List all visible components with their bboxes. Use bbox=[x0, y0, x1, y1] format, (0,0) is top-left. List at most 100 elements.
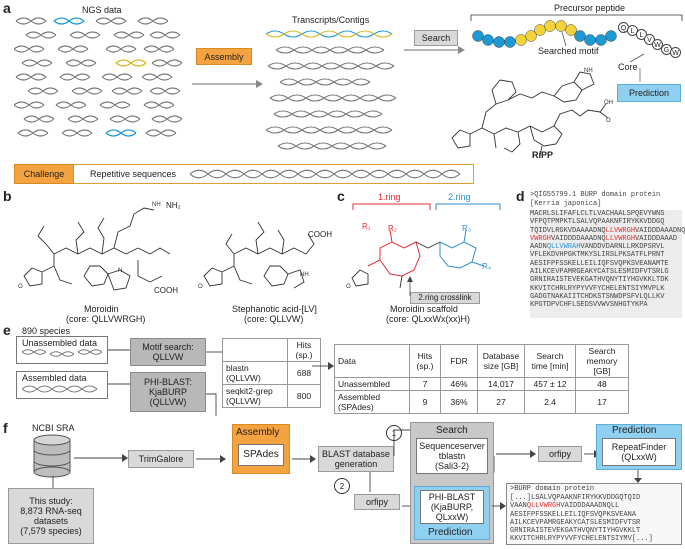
repetitive-helix bbox=[190, 169, 461, 179]
table-cell: 14,017 bbox=[477, 377, 525, 391]
phi-blast-query: KjaBURP bbox=[148, 387, 187, 397]
sequence-line: AADNQLLVWRAHVANDDVDARNLLRKDPSRVL bbox=[530, 243, 682, 251]
f-connector-db-down bbox=[52, 476, 54, 490]
search-box-a: Search bbox=[414, 30, 458, 46]
table-cell: 46% bbox=[440, 377, 478, 391]
step1-number: 1 bbox=[391, 428, 397, 438]
core-pointer bbox=[629, 53, 645, 63]
arrow-assembly-blastdb bbox=[292, 455, 316, 463]
sequence-segment: VAIDDDAAADNQLL bbox=[560, 502, 620, 511]
prediction-box-a: Prediction bbox=[617, 84, 681, 102]
sequence-segment: GRNIRAISTEVEKGATHVQNYTIYHGVKKLTDK bbox=[530, 276, 669, 285]
arrow-search-orfipy bbox=[496, 450, 536, 458]
panel-label-f: f bbox=[3, 420, 8, 436]
panel-label-a: a bbox=[3, 0, 11, 16]
sequence-segment: AESIFPFSSKELLEILIQFSVQPKSVEANAMTE bbox=[530, 259, 669, 268]
sequence-segment: VAIDDDDAAADNQ bbox=[551, 234, 606, 243]
motif-search-label: Motif search: bbox=[142, 342, 194, 352]
moroidin-cooh: COOH bbox=[154, 286, 178, 295]
sequence-segment: GRNIRAISTEVEKGATHVQNYTIYHGVKKLT bbox=[510, 527, 641, 536]
table-cell: 2.4 bbox=[524, 390, 576, 414]
prediction-label-top: Prediction bbox=[612, 425, 657, 436]
r3-label: R₃ bbox=[462, 224, 472, 233]
motif-search-box: Motif search: QLLVW bbox=[130, 338, 206, 366]
ring1-label: 1.ring bbox=[378, 192, 401, 202]
unassembled-reads bbox=[22, 349, 102, 357]
scaffold-core: (core: QLxxWx(xx)H) bbox=[386, 314, 470, 324]
step2-number: 2 bbox=[339, 481, 345, 491]
r4-label: R₄ bbox=[482, 262, 492, 271]
sequence-segment: LLVWRGH bbox=[605, 234, 636, 243]
core-label: Core bbox=[618, 62, 638, 72]
moroidin-core: (core: QLLVWRGH) bbox=[66, 314, 146, 324]
sequence-segment: GADGTNAKAIITCHDKSTSNWDPSFVLQLLKV bbox=[530, 292, 665, 301]
sequence-segment: QLLVWRGH bbox=[526, 502, 561, 511]
sequence-line: MACRLSLIFAFLCLTLVACHAALSPQEVYWNS bbox=[530, 210, 682, 218]
moroidin-nh2: NH₂ bbox=[166, 201, 181, 210]
precursor-peptide-graphic bbox=[472, 20, 617, 48]
table-header-row: Hits (sp.) bbox=[222, 338, 321, 362]
table-header-cell: FDR bbox=[440, 344, 478, 378]
sequence-segment: AESIFPFSSKELLEILIQFSVQPKSVEANA bbox=[510, 510, 637, 519]
r1-label: R₁ bbox=[362, 222, 371, 231]
sequence-segment: AILKCEVPAMRGEAKYCATSLESMIDFVTSRLG bbox=[530, 268, 669, 277]
crosslink-pointer bbox=[407, 276, 413, 296]
challenge-box: Challenge bbox=[14, 164, 74, 184]
output-sequence-line: [...]LSALVQPAAKNFIRYKKVDDGQTQID bbox=[510, 494, 653, 502]
database-icon bbox=[33, 434, 71, 478]
sequence-segment: QLLVWRAH bbox=[546, 243, 581, 252]
stephanotic-name: Stephanotic acid-[LV] bbox=[232, 304, 317, 314]
ncbi-sra-label: NCBI SRA bbox=[32, 423, 75, 433]
table-header-cell bbox=[222, 338, 288, 362]
assembly-arrow bbox=[192, 80, 263, 88]
sequence-segment: KPGTDPVCHFLSEDSVVWVSNHGTYKPA bbox=[530, 301, 648, 310]
sequence-line: TQIDVLRGKVDAAAADNQLLVWRGHVAIDDDAAADNQLL bbox=[530, 226, 685, 235]
sequence-segment: MACRLSLIFAFLCLTLVACHAALSPQEVYWNS bbox=[530, 210, 665, 218]
table-cell: 48 bbox=[575, 377, 629, 391]
phi-blast-label: PHI-BLAST: bbox=[143, 377, 192, 387]
assembly-box: Assembly bbox=[196, 48, 252, 65]
table-connector bbox=[206, 351, 222, 416]
search-arrow bbox=[404, 46, 465, 54]
sequence-line: VFPQTPMPKTLSALVQPAAKNFIRYKKVDDGQ bbox=[530, 218, 682, 226]
svg-text:NH: NH bbox=[584, 68, 593, 74]
panel-label-c: c bbox=[337, 188, 345, 204]
output-sequence-line: KKVITCHRLRYPYVVFYCHELENTSIYMV[...] bbox=[510, 535, 653, 543]
motif-search-pattern: QLLVW bbox=[152, 352, 184, 362]
arrow-trim-assembly bbox=[196, 455, 226, 463]
table-cell: seqkit2-grep (QLLVW) bbox=[222, 384, 288, 408]
motif-pointer bbox=[561, 31, 567, 47]
table-cell: 36% bbox=[440, 390, 478, 414]
protein-header-1: >QIG55799.1 BURP domain protein bbox=[530, 191, 661, 199]
sequence-segment: VANDDVDARNLLRKDPSRVL bbox=[580, 243, 665, 252]
ripp-label: RiPP bbox=[532, 150, 554, 160]
sequence-segment: VWRGH bbox=[530, 234, 552, 243]
sequence-segment: TQIDVLRGKVDAAAADNQ bbox=[530, 226, 606, 235]
sequence-segment: AILKCEVPAMRGEAKYCATSLESMIDFVTSR bbox=[510, 518, 641, 527]
moroidin-scaffold-structure: O bbox=[346, 229, 485, 290]
svg-text:N: N bbox=[118, 268, 122, 274]
r2-label: R₂ bbox=[388, 224, 397, 233]
output-sequence-line: GRNIRAISTEVEKGATHVQNYTIYHGVKKLT bbox=[510, 527, 653, 535]
sequence-segment: [...]LSALVQPAAKNFIRYKKVDDGQTQID bbox=[510, 494, 641, 502]
precursor-bracket bbox=[470, 14, 683, 21]
table-cell: 800 bbox=[287, 384, 321, 408]
prediction-label-bottom: Prediction bbox=[428, 527, 473, 538]
table-header-cell: Data bbox=[334, 344, 410, 378]
svg-text:O: O bbox=[18, 284, 23, 290]
output-sequence-line: AILKCEVPAMRGEAKYCATSLESMIDFVTSR bbox=[510, 519, 653, 527]
step2-circle: 2 bbox=[334, 478, 350, 494]
ripp-structure: OH O NH bbox=[451, 68, 613, 157]
ngs-data-title: NGS data bbox=[82, 5, 122, 15]
big-table-arrow bbox=[312, 362, 334, 370]
table-row: blastn (QLLVW)688 bbox=[222, 361, 321, 385]
phi-blast-pattern: (QLLVW) bbox=[149, 397, 187, 407]
unassembled-data-box bbox=[16, 336, 108, 364]
